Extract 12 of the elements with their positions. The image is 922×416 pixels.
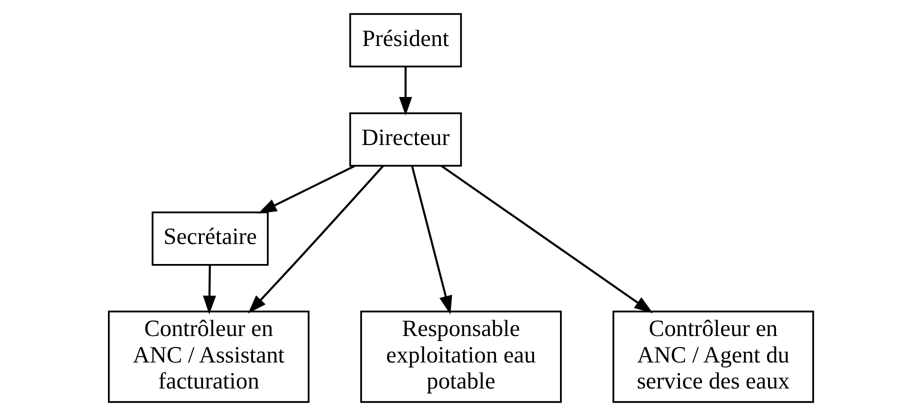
node-box: Secrétaire — [152, 212, 269, 266]
arrow — [399, 67, 412, 116]
arrow — [248, 165, 384, 314]
node-box: Responsable exploitation eau potable — [360, 310, 562, 403]
node-box: Contrôleur en ANC / Assistant facturation — [108, 310, 310, 403]
node-box: Président — [349, 13, 462, 68]
node-box: Directeur — [349, 112, 462, 167]
arrow — [258, 165, 356, 214]
arrow — [411, 166, 452, 314]
node-box: Contrôleur en ANC / Agent du service des eaux — [612, 310, 814, 403]
arrow — [202, 265, 216, 314]
arrow — [440, 165, 653, 314]
